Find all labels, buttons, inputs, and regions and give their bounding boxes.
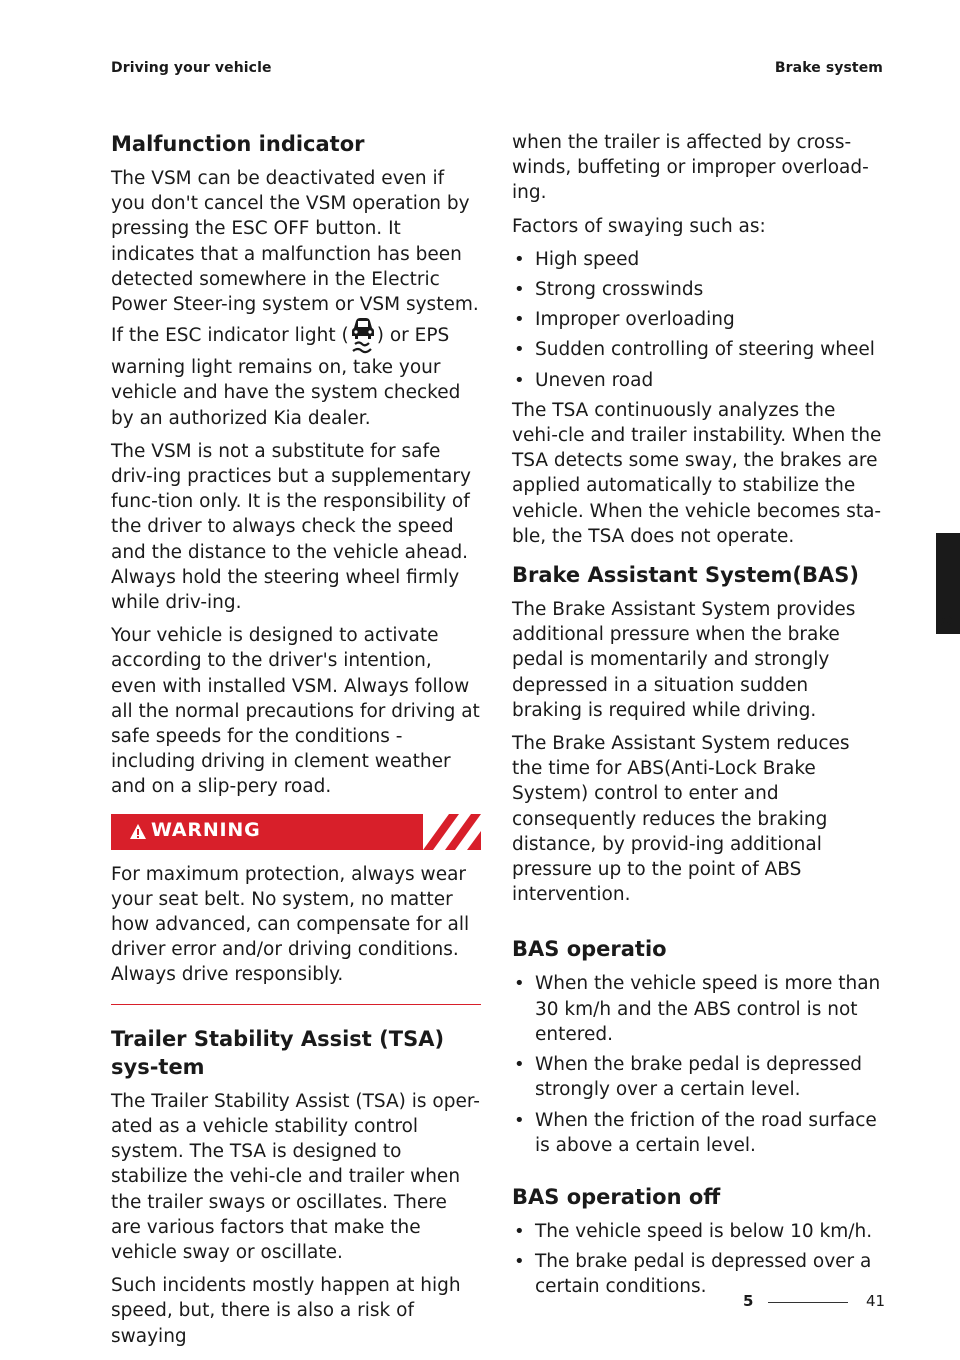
warning-label: WARNING [151, 818, 261, 841]
bas-heading: Brake Assistant System(BAS) [512, 563, 860, 588]
warning-banner: WARNING [111, 813, 481, 850]
running-header-topic: Brake system [774, 60, 883, 76]
tsa-heading: Trailer Stability Assist (TSA) sys-tem [111, 1026, 445, 1079]
bas-operation-heading: BAS operatio [512, 937, 667, 962]
chapter-side-number: 5 [940, 608, 954, 630]
tsa-continued-paragraph: when the trailer is affected by cross-wi… [512, 132, 869, 204]
bas-operation-list: When the vehicle speed is more than 30 k… [512, 971, 882, 1157]
tsa-paragraph-2: Such incidents mostly happen at high spe… [111, 1275, 461, 1347]
running-header-section: Driving your vehicle [111, 60, 272, 76]
bas-off-heading: BAS operation off [512, 1184, 721, 1209]
skidding-car-icon [351, 318, 374, 354]
warning-end-rule [111, 1003, 481, 1005]
section-spacer [512, 1163, 882, 1183]
left-column: Malfunction indicator The VSM can be dea… [111, 130, 481, 1357]
footer-page-number: 41 [866, 1292, 886, 1310]
malfunction-text-before-icon: The VSM can be deactivated even if you d… [111, 168, 479, 347]
footer-divider [768, 1302, 848, 1303]
bas-paragraph-1: The Brake Assistant System provides addi… [512, 599, 856, 721]
tsa-paragraph-3: The TSA continuously analyzes the vehi-c… [512, 399, 882, 547]
malfunction-heading: Malfunction indicator [111, 132, 365, 156]
malfunction-paragraph-1: The VSM can be deactivated even if you d… [111, 166, 481, 431]
sway-factors-list: High speed Strong crosswinds Improper ov… [512, 247, 882, 393]
right-column: when the trailer is affected by cross-wi… [512, 130, 882, 1305]
malfunction-paragraph-2: The VSM is not a substitute for safe dri… [111, 440, 471, 614]
tsa-paragraph-1: The Trailer Stability Assist (TSA) is op… [111, 1090, 480, 1263]
warning-triangle-icon [130, 823, 146, 839]
list-item: Strong crosswinds [512, 277, 882, 302]
bas-paragraph-2: The Brake Assistant System reduces the t… [512, 733, 850, 906]
list-item: Improper overloading [512, 307, 882, 332]
list-item: The brake pedal is depressed over a cert… [512, 1249, 882, 1299]
list-item: Uneven road [512, 368, 882, 393]
malfunction-paragraph-3: Your vehicle is designed to activate acc… [111, 625, 480, 798]
warning-slash-decoration [423, 813, 481, 850]
chapter-side-tab [936, 533, 960, 634]
list-item: High speed [512, 247, 882, 272]
list-item: Sudden controlling of steering wheel [512, 337, 882, 362]
bas-off-list: The vehicle speed is below 10 km/h. The … [512, 1219, 882, 1300]
warning-text: For maximum protection, always wear your… [111, 863, 470, 986]
list-item: The vehicle speed is below 10 km/h. [512, 1219, 882, 1244]
footer-chapter-number: 5 [743, 1292, 754, 1310]
list-item: When the friction of the road surface is… [512, 1108, 882, 1158]
list-item: When the vehicle speed is more than 30 k… [512, 971, 882, 1047]
sway-factors-intro: Factors of swaying such as: [512, 215, 766, 237]
list-item: When the brake pedal is depressed strong… [512, 1052, 882, 1102]
malfunction-text-after-icon: ) or EPS warning light remains on, take … [111, 325, 461, 429]
section-spacer [512, 915, 882, 935]
